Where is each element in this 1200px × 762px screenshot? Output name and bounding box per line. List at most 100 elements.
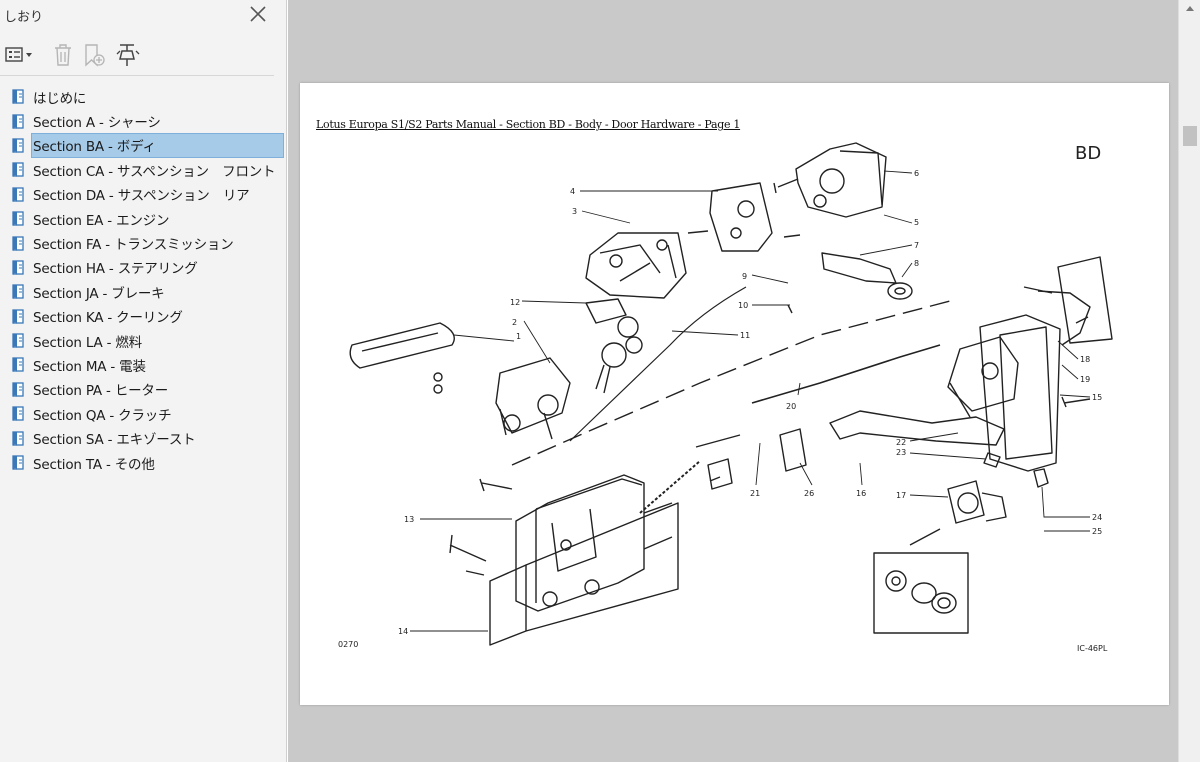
callout-22: 22 xyxy=(896,438,906,447)
key xyxy=(585,298,627,324)
bookmark-page-icon xyxy=(11,332,27,350)
bookmarks-toolbar xyxy=(0,36,274,76)
callout-6: 6 xyxy=(914,169,919,178)
bookmark-item-12[interactable]: Section PA - ヒーター xyxy=(0,378,286,402)
trash-icon xyxy=(52,42,74,68)
bookmark-item-10[interactable]: Section LA - 燃料 xyxy=(0,329,286,353)
bookmark-label: Section HA - ステアリング xyxy=(33,261,198,278)
callout-20: 20 xyxy=(786,402,796,411)
bookmark-item-2[interactable]: Section BA - ボディ xyxy=(0,133,286,159)
scroll-up-arrow-icon[interactable] xyxy=(1179,0,1200,18)
connecting-rod xyxy=(751,344,941,404)
interior-handle xyxy=(349,322,455,369)
door-hardware-diagram: 1 2 3 4 5 6 7 8 9 10 11 12 13 14 15 16 1… xyxy=(349,142,1113,646)
document-page: Lotus Europa S1/S2 Parts Manual - Sectio… xyxy=(300,83,1169,705)
callout-labels: 1 2 3 4 5 6 7 8 9 10 11 12 13 14 15 16 1… xyxy=(398,169,1102,636)
vertical-scrollbar[interactable] xyxy=(1178,0,1200,762)
callout-25: 25 xyxy=(1092,527,1102,536)
lever-arm xyxy=(821,252,897,284)
bookmark-page-icon xyxy=(11,186,27,204)
bookmark-item-8[interactable]: Section JA - ブレーキ xyxy=(0,280,286,304)
bookmark-page-icon xyxy=(11,381,27,399)
bookmark-label: Section SA - エキゾースト xyxy=(33,432,196,449)
bookmark-page-icon xyxy=(11,356,27,374)
bookmark-item-3[interactable]: Section CA - サスペンション フロント xyxy=(0,158,286,182)
callout-21: 21 xyxy=(750,489,760,498)
exterior-handle-assembly xyxy=(979,314,1061,472)
callout-18: 18 xyxy=(1080,355,1090,364)
list-options-icon[interactable] xyxy=(4,42,36,68)
bookmark-item-13[interactable]: Section QA - クラッチ xyxy=(0,402,286,426)
callout-16: 16 xyxy=(856,489,866,498)
callout-3: 3 xyxy=(572,207,577,216)
callout-9: 9 xyxy=(742,272,747,281)
bookmark-page-icon xyxy=(11,113,27,131)
bookmark-label: Section CA - サスペンション フロント xyxy=(33,163,276,180)
bookmark-page-icon xyxy=(11,137,27,155)
striker-plate xyxy=(709,182,773,252)
connecting-rod xyxy=(511,300,951,466)
callout-1: 1 xyxy=(516,332,521,341)
callout-11: 11 xyxy=(740,331,750,340)
bookmark-label: Section LA - 燃料 xyxy=(33,334,142,351)
bookmark-label: Section MA - 電装 xyxy=(33,358,146,375)
bookmark-list: はじめに Section A - シャーシ Sect xyxy=(0,85,286,475)
callout-14: 14 xyxy=(398,627,408,636)
callout-15: 15 xyxy=(1092,393,1102,402)
bookmark-label: Section A - シャーシ xyxy=(33,115,161,132)
scrollbar-thumb[interactable] xyxy=(1183,126,1197,146)
bookmark-item-0[interactable]: はじめに xyxy=(0,85,286,109)
lock-barrel-assembly xyxy=(495,357,571,434)
callout-2: 2 xyxy=(512,318,517,327)
bookmark-label: Section EA - エンジン xyxy=(33,212,170,229)
callout-26: 26 xyxy=(804,489,814,498)
bookmark-page-icon xyxy=(11,235,27,253)
reference-code: IC-46PL xyxy=(1077,644,1108,653)
callout-12: 12 xyxy=(510,298,520,307)
drawing-code: 0270 xyxy=(338,640,359,649)
door-handle-lever xyxy=(829,410,1005,446)
lock-body xyxy=(795,142,887,218)
document-view[interactable]: Lotus Europa S1/S2 Parts Manual - Sectio… xyxy=(288,0,1178,762)
callout-8: 8 xyxy=(914,259,919,268)
bookmark-item-11[interactable]: Section MA - 電装 xyxy=(0,353,286,377)
bookmark-item-14[interactable]: Section SA - エキゾースト xyxy=(0,426,286,450)
bookmark-page-icon xyxy=(11,259,27,277)
bookmark-label: Section PA - ヒーター xyxy=(33,383,169,400)
bookmark-label: Section KA - クーリング xyxy=(33,310,183,327)
section-code: BD xyxy=(1075,143,1102,164)
close-icon[interactable] xyxy=(248,4,268,24)
bookmark-item-5[interactable]: Section EA - エンジン xyxy=(0,207,286,231)
callout-17: 17 xyxy=(896,491,906,500)
add-bookmark-icon xyxy=(83,42,107,68)
bookmark-label: Section BA - ボディ xyxy=(31,133,284,159)
connecting-rod xyxy=(569,286,747,442)
door-lock-case xyxy=(515,474,645,612)
bookmark-page-icon xyxy=(11,210,27,228)
bookmark-label: Section DA - サスペンション リア xyxy=(33,188,250,205)
panel-header: しおり xyxy=(0,0,286,30)
bookmark-item-7[interactable]: Section HA - ステアリング xyxy=(0,256,286,280)
bookmark-page-icon xyxy=(11,405,27,423)
expand-bookmark-icon[interactable] xyxy=(115,42,141,68)
bookmark-item-15[interactable]: Section TA - その他 xyxy=(0,451,286,475)
bookmark-item-9[interactable]: Section KA - クーリング xyxy=(0,305,286,329)
panel-title: しおり xyxy=(4,10,44,25)
callout-5: 5 xyxy=(914,218,919,227)
bookmark-item-1[interactable]: Section A - シャーシ xyxy=(0,109,286,133)
callout-7: 7 xyxy=(914,241,919,250)
bookmark-label: Section FA - トランスミッション xyxy=(33,237,234,254)
bookmark-page-icon xyxy=(11,308,27,326)
mounting-bracket xyxy=(779,428,807,472)
lock-cylinder xyxy=(947,480,985,524)
bookmark-item-4[interactable]: Section DA - サスペンション リア xyxy=(0,183,286,207)
bookmark-page-icon xyxy=(11,283,27,301)
callout-10: 10 xyxy=(738,301,748,310)
callout-23: 23 xyxy=(896,448,906,457)
bookmark-page-icon xyxy=(11,161,27,179)
bookmarks-panel: しおり xyxy=(0,0,287,762)
callout-4: 4 xyxy=(570,187,575,196)
bookmark-page-icon xyxy=(11,430,27,448)
bookmark-page-icon xyxy=(11,88,27,106)
bookmark-item-6[interactable]: Section FA - トランスミッション xyxy=(0,231,286,255)
